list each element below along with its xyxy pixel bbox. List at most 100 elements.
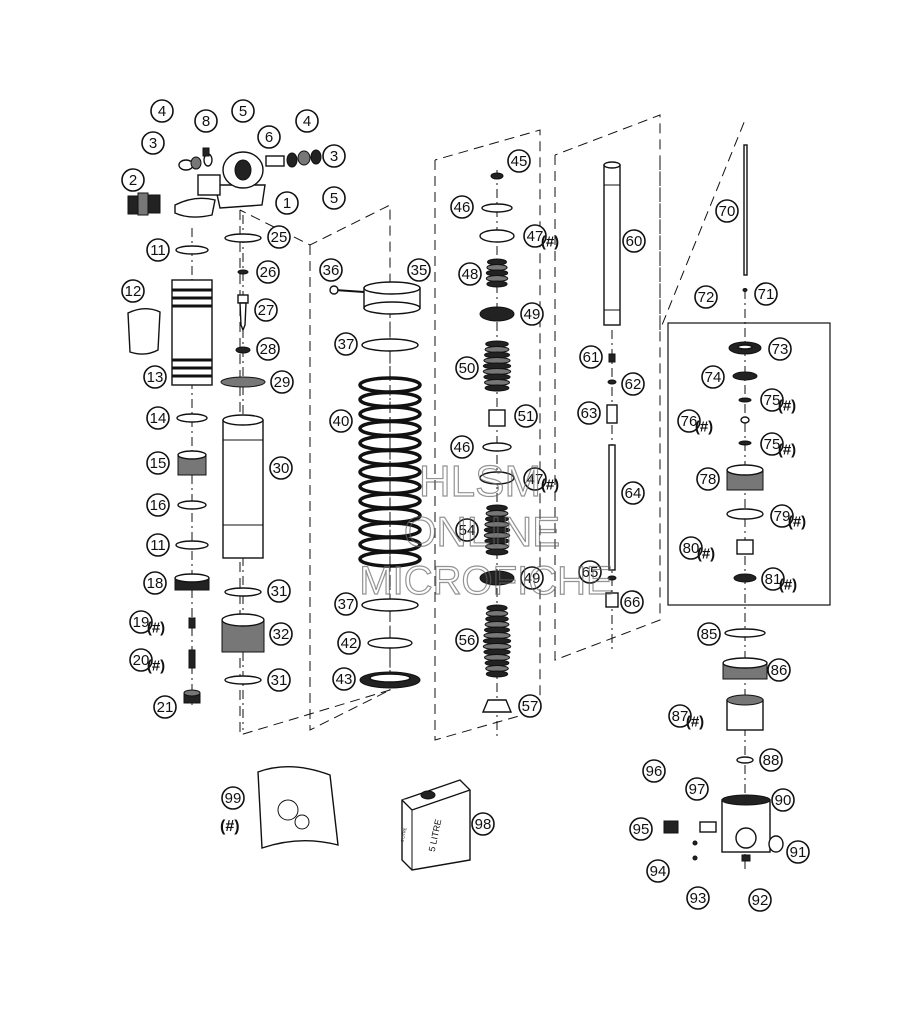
callout-6: 6 (257, 125, 281, 149)
column-2-parts (329, 281, 422, 689)
callout-number: 3 (149, 135, 157, 152)
callout-circle (507, 149, 531, 173)
callout-54: 54 (455, 518, 479, 542)
callout-number: 1 (283, 195, 291, 212)
callout-61: 61 (579, 345, 603, 369)
callout-number: 37 (338, 596, 355, 613)
callout-27: 27 (254, 298, 278, 322)
callout-circle (696, 467, 720, 491)
callout-number: 51 (518, 408, 535, 425)
callout-number: 20 (133, 652, 150, 669)
callout-number: 37 (338, 336, 355, 353)
callout-number: 31 (271, 583, 288, 600)
callout-number: 32 (273, 626, 290, 643)
callout-74: 74 (701, 365, 725, 389)
callout-number: 64 (625, 485, 642, 502)
callout-80: 80(#) (679, 536, 715, 563)
callout-number: 60 (626, 233, 643, 250)
callout-37: 37 (334, 332, 358, 356)
callout-98: 98 (471, 812, 495, 836)
callout-70: 70 (715, 199, 739, 223)
note-marker: (#) (778, 398, 796, 415)
callout-circle (759, 748, 783, 772)
note-marker: (#) (778, 442, 796, 459)
callout-number: 63 (581, 405, 598, 422)
callout-number: 26 (260, 264, 277, 281)
callout-35: 35 (407, 258, 431, 282)
callout-circle (329, 409, 353, 433)
callout-number: 3 (330, 148, 338, 165)
callout-62: 62 (621, 372, 645, 396)
callout-number: 99 (225, 790, 242, 807)
callout-circle (685, 777, 709, 801)
callout-31: 31 (267, 579, 291, 603)
callout-number: 75 (764, 392, 781, 409)
callout-circle (768, 337, 792, 361)
callout-number: 31 (271, 672, 288, 689)
callout-circle (455, 518, 479, 542)
bottom-eye (721, 794, 771, 862)
callout-circle (514, 404, 538, 428)
callout-circle (697, 622, 721, 646)
callout-20: 20(#) (129, 648, 165, 675)
callout-number: 92 (752, 892, 769, 909)
callout-number: 76 (681, 413, 698, 430)
callout-circle (642, 759, 666, 783)
callout-number: 18 (147, 575, 164, 592)
callout-number: 71 (758, 286, 775, 303)
callout-circle (629, 817, 653, 841)
callout-circle (579, 345, 603, 369)
callout-circle (269, 622, 293, 646)
callout-circle (771, 788, 795, 812)
note-marker: (#) (697, 546, 715, 563)
callout-86: 86 (767, 658, 791, 682)
callout-circle (518, 694, 542, 718)
callout-number: 49 (524, 306, 541, 323)
callout-circle (334, 592, 358, 616)
callout-number: 25 (271, 229, 288, 246)
callout-number: 5 (239, 103, 247, 120)
callout-57: 57 (518, 694, 542, 718)
callout-circle (455, 356, 479, 380)
callout-circle (146, 533, 170, 557)
callout-number: 61 (583, 349, 600, 366)
callout-28: 28 (256, 337, 280, 361)
callout-labels: 1233445568111112131415161819(#)20(#)2125… (121, 99, 810, 912)
callout-48: 48 (458, 262, 482, 286)
callout-circle (267, 225, 291, 249)
callout-number: 8 (202, 113, 210, 130)
callout-circle (146, 493, 170, 517)
callout-number: 88 (763, 752, 780, 769)
callout-15: 15 (146, 451, 170, 475)
callout-32: 32 (269, 622, 293, 646)
callout-circle (760, 388, 784, 412)
callout-number: 72 (698, 289, 715, 306)
callout-circle (760, 432, 784, 456)
callout-circle (141, 131, 165, 155)
callout-number: 11 (150, 242, 166, 259)
callout-73: 73 (768, 337, 792, 361)
callout-81: 81(#) (761, 567, 797, 594)
callout-94: 94 (646, 859, 670, 883)
bottom-items: 5 LITRE 5 LITRE (257, 765, 471, 871)
watermark-line-2: ONLINE (404, 508, 560, 555)
callout-88: 88 (759, 748, 783, 772)
callout-circle (754, 282, 778, 306)
callout-number: 74 (705, 369, 722, 386)
callout-46: 46 (450, 435, 474, 459)
callout-64: 64 (621, 481, 645, 505)
callout-number: 16 (150, 497, 167, 514)
shock-top-eye (174, 151, 266, 218)
callout-number: 19 (133, 614, 150, 631)
callout-36: 36 (319, 258, 343, 282)
column-3-parts (479, 172, 515, 713)
callout-75: 75(#) (760, 432, 796, 459)
callout-50: 50 (455, 356, 479, 380)
callout-circle (577, 401, 601, 425)
callout-96: 96 (642, 759, 666, 783)
callout-number: 79 (774, 508, 791, 525)
callout-4: 4 (150, 99, 174, 123)
callout-number: 94 (650, 863, 667, 880)
callout-11: 11 (146, 533, 170, 557)
